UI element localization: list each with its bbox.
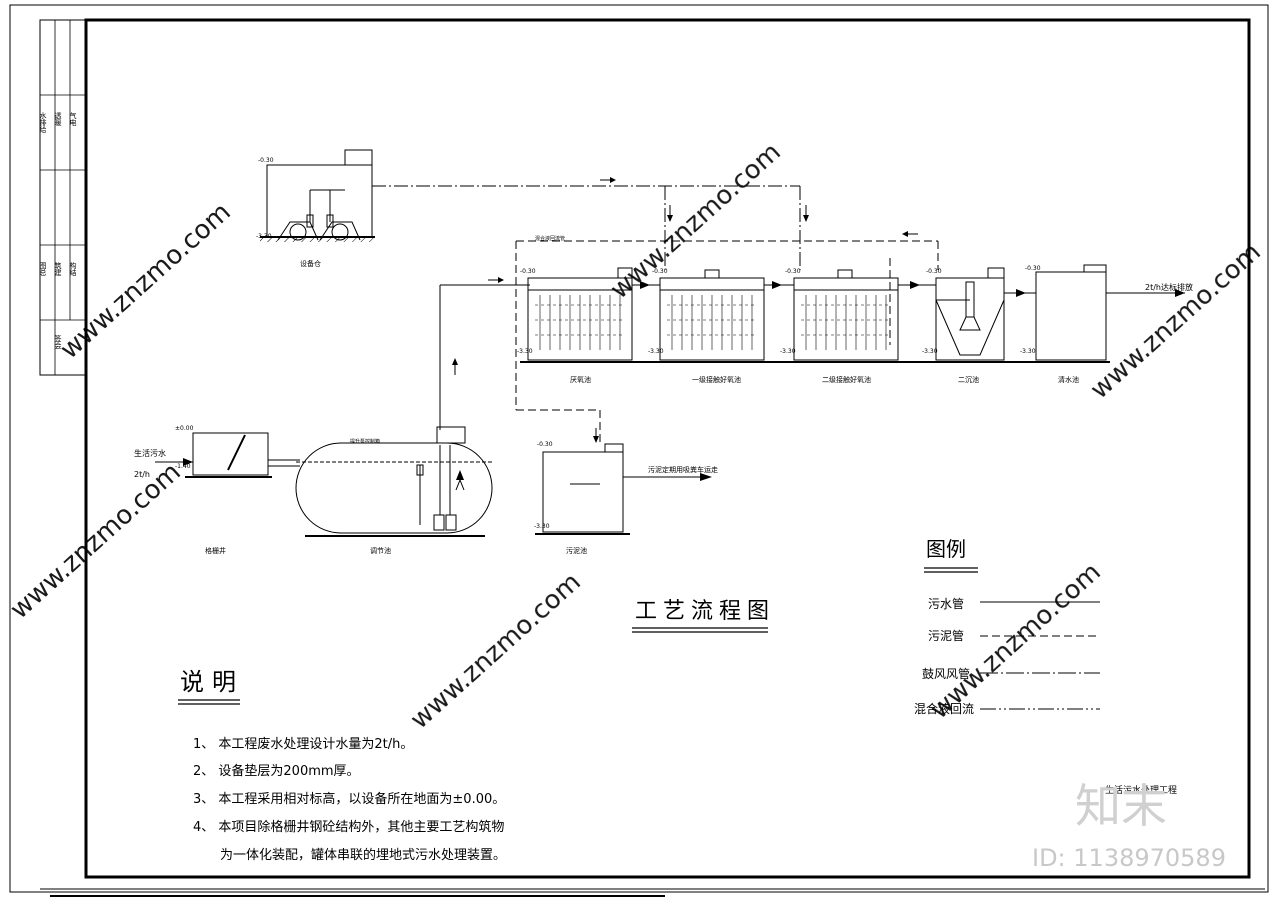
svg-text:-0.30: -0.30 (537, 441, 553, 448)
watermark-id: ID: 1138970589 (1032, 844, 1226, 872)
svg-text:www.znzmo.com: www.znzmo.com (405, 567, 587, 735)
tb-label-6: 构结 (69, 261, 77, 277)
note-5: 为一体化装配，罐体串联的埋地式污水处理装置。 (220, 847, 506, 863)
svg-text:提升泵控制箱: 提升泵控制箱 (350, 438, 380, 445)
reflux-line (515, 240, 939, 445)
svg-text:混合液回流管: 混合液回流管 (535, 235, 565, 242)
svg-text:-0.30: -0.30 (520, 268, 536, 275)
sludge-tank (535, 443, 710, 535)
diagram-title: 工艺流程图 (635, 599, 775, 624)
equalization-tank (295, 426, 493, 537)
inlet-flow: 2t/h (134, 470, 150, 479)
svg-text:-3.30: -3.30 (256, 233, 272, 240)
inner-frame (84, 18, 1251, 879)
svg-text:www.znzmo.com: www.znzmo.com (5, 457, 187, 625)
svg-text:-0.30: -0.30 (1025, 265, 1041, 272)
label-sludge-tank: 污泥池 (566, 546, 587, 555)
svg-text:-0.30: -0.30 (785, 268, 801, 275)
sludge-note: 污泥定期用吸粪车运走 (648, 465, 718, 474)
brand-watermark: 知末 (1075, 779, 1167, 833)
tb-label-7: 签会 (54, 334, 62, 350)
svg-text:-0.30: -0.30 (258, 157, 274, 164)
label-clarifier: 二沉池 (958, 375, 979, 384)
svg-text:-3.30: -3.30 (1020, 348, 1036, 355)
svg-text:-0.30: -0.30 (926, 268, 942, 275)
svg-text:-3.30: -3.30 (534, 523, 550, 530)
svg-text:www.znzmo.com: www.znzmo.com (55, 197, 237, 365)
watermark-layer: www.znzmo.com www.znzmo.com www.znzmo.co… (5, 137, 1267, 735)
notes-title: 说明 (180, 668, 244, 696)
label-oxidation-1: 一级接触好氧池 (692, 375, 741, 384)
svg-text:-3.30: -3.30 (648, 348, 664, 355)
svg-text:-3.30: -3.30 (922, 348, 938, 355)
note-3: 3、 本工程采用相对标高，以设备所在地面为±0.00。 (193, 791, 505, 807)
svg-text:-0.30: -0.30 (652, 268, 668, 275)
project-name: 生活污水处理工程 (1105, 784, 1177, 796)
label-oxidation-2: 二级接触好氧池 (822, 375, 871, 384)
label-clear-water: 清水池 (1058, 375, 1079, 384)
legend-label-sewage: 污水管 (928, 596, 964, 611)
svg-text:-3.30: -3.30 (517, 348, 533, 355)
legend-title: 图例 (926, 537, 966, 561)
svg-text:-1.40: -1.40 (175, 463, 191, 470)
label-grille-well: 格栅井 (205, 546, 226, 555)
title-block: 水排给 透暖 气电 图总 筑建 构结 签会 (39, 19, 87, 376)
media-grid (535, 295, 891, 350)
legend-label-air: 鼓风风管 (922, 666, 970, 681)
notes: 说明 1、 本工程废水处理设计水量为2t/h。 2、 设备垫层为200mm厚。 … (178, 668, 506, 863)
tb-label-3: 气电 (69, 111, 77, 126)
air-main (372, 185, 801, 270)
outer-border (9, 4, 1269, 893)
equipment-room-label: 设备仓 (300, 259, 321, 268)
tb-label-1: 水排给 (39, 111, 47, 134)
svg-text:www.znzmo.com: www.znzmo.com (1085, 237, 1267, 405)
legend: 图例 污水管 污泥管 鼓风风管 混合液回流 (914, 537, 1100, 716)
grille-well (155, 432, 300, 478)
label-equalization: 调节池 (370, 546, 391, 555)
legend-label-sludge: 污泥管 (928, 628, 964, 643)
tb-label-5: 筑建 (54, 261, 62, 277)
tb-label-2: 透暖 (54, 112, 62, 127)
tb-label-4: 图总 (39, 262, 47, 276)
label-anoxic: 厌氧池 (570, 375, 591, 384)
sewage-rising-main (439, 284, 530, 430)
svg-text:±0.00: ±0.00 (175, 425, 194, 432)
inlet-label: 生活污水 (134, 448, 166, 458)
equipment-room (260, 149, 375, 242)
outlet-label: 2t/h达标排放 (1145, 282, 1193, 292)
bio-tank-train (520, 264, 1185, 363)
note-4: 4、 本项目除格栅井钢砼结构外，其他主要工艺构筑物 (193, 819, 504, 835)
legend-label-reflux: 混合液回流 (914, 701, 974, 716)
svg-text:-3.30: -3.30 (780, 348, 796, 355)
note-2: 2、 设备垫层为200mm厚。 (193, 763, 360, 779)
note-1: 1、 本工程废水处理设计水量为2t/h。 (193, 736, 413, 752)
